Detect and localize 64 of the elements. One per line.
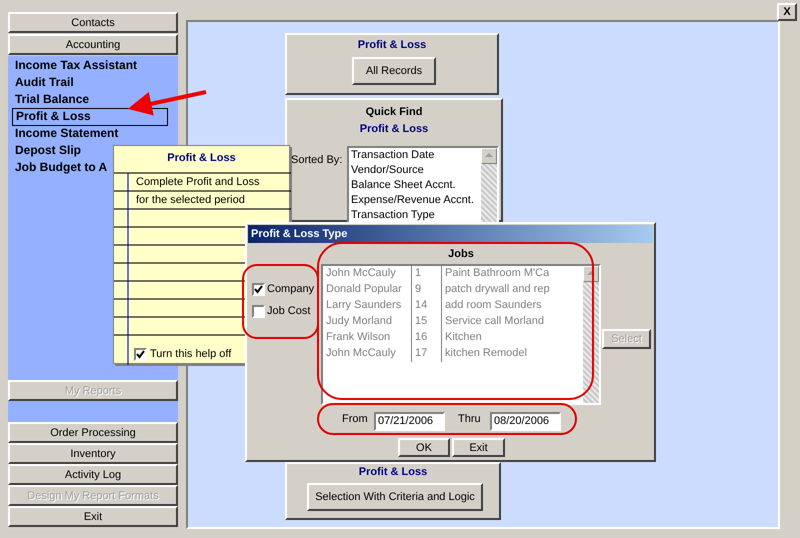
menu-item: Income Statement [12,126,168,143]
field-label: Sorted By: [291,154,342,166]
list-option: Transaction Date [351,149,434,161]
nav-button: Contacts [8,12,178,33]
job-description: Kitchen [445,331,482,343]
checkbox: Turn this help off [132,347,232,363]
job-name: Donald Popular [326,283,402,295]
list-option: Balance Sheet Accnt. [351,179,456,191]
close-button: X [777,3,797,21]
job-description: kitchen Remodel [445,347,527,359]
note-title: Profit & Loss [166,152,237,164]
note-text: Complete Profit and Loss [136,176,260,188]
report-panel [285,462,501,520]
arrow [128,90,206,116]
nav-button: Inventory [8,443,178,464]
menu-item: Trial Balance [12,92,168,109]
job-name: Judy Morland [326,315,392,327]
ok-button: OK [398,438,450,457]
job-description: add room Saunders [445,299,542,311]
list-heading: Jobs [447,248,475,260]
job-number: 17 [415,347,428,359]
checkbox: Company [250,281,314,298]
job-number: 16 [415,331,428,343]
dialog-window [245,222,656,462]
panel-title: Profit & Loss [358,123,430,135]
checkbox: Job Cost [250,303,310,320]
menu-item: Profit & Loss [12,108,168,126]
job-number: 15 [415,315,428,327]
menu-item: Depost Slip [12,143,168,160]
nav-button: Order Processing [8,422,178,443]
list-option: Transaction Type [351,209,435,221]
nav-button: Activity Log [8,464,178,485]
sort-list [347,146,499,224]
panel-title: Profit & Loss [356,39,428,51]
panel-title: Quick Find [364,106,424,118]
exit-button: Exit [452,438,505,457]
quick-find-panel [285,98,503,222]
field-label: Thru [458,413,481,425]
panel-title: Profit & Loss [358,466,428,478]
job-number: 1 [415,267,422,279]
job-description: Service call Morland [445,315,544,327]
job-number: 14 [415,299,428,311]
job-number: 9 [415,283,422,295]
dialog-title: Profit & Loss Type [248,225,653,243]
report-button: All Records [352,57,436,85]
job-name: John McCauly [326,267,396,279]
note-text: for the selected period [136,194,245,206]
report-panel [285,33,499,95]
job-name: Larry Saunders [326,299,402,311]
input-field: 07/21/2006 [374,412,445,431]
job-description: Paint Bathroom M'Ca [445,267,550,279]
menu-item: Audit Trail [12,75,168,92]
nav-button: Exit [8,506,178,527]
list-option: Vendor/Source [351,164,424,176]
menu-item: Income Tax Assistant [12,58,168,75]
nav-button: Accounting [8,34,178,55]
job-name: John McCauly [326,347,396,359]
input-field: 08/20/2006 [490,412,561,431]
job-name: Frank Wilson [326,331,390,343]
list-option: Expense/Revenue Accnt. [351,194,474,206]
report-button: Selection With Criteria and Logic [307,483,483,511]
job-description: patch drywall and rep [445,283,550,295]
menu-item: Job Budget to A [12,160,112,177]
field-label: From [342,413,368,425]
